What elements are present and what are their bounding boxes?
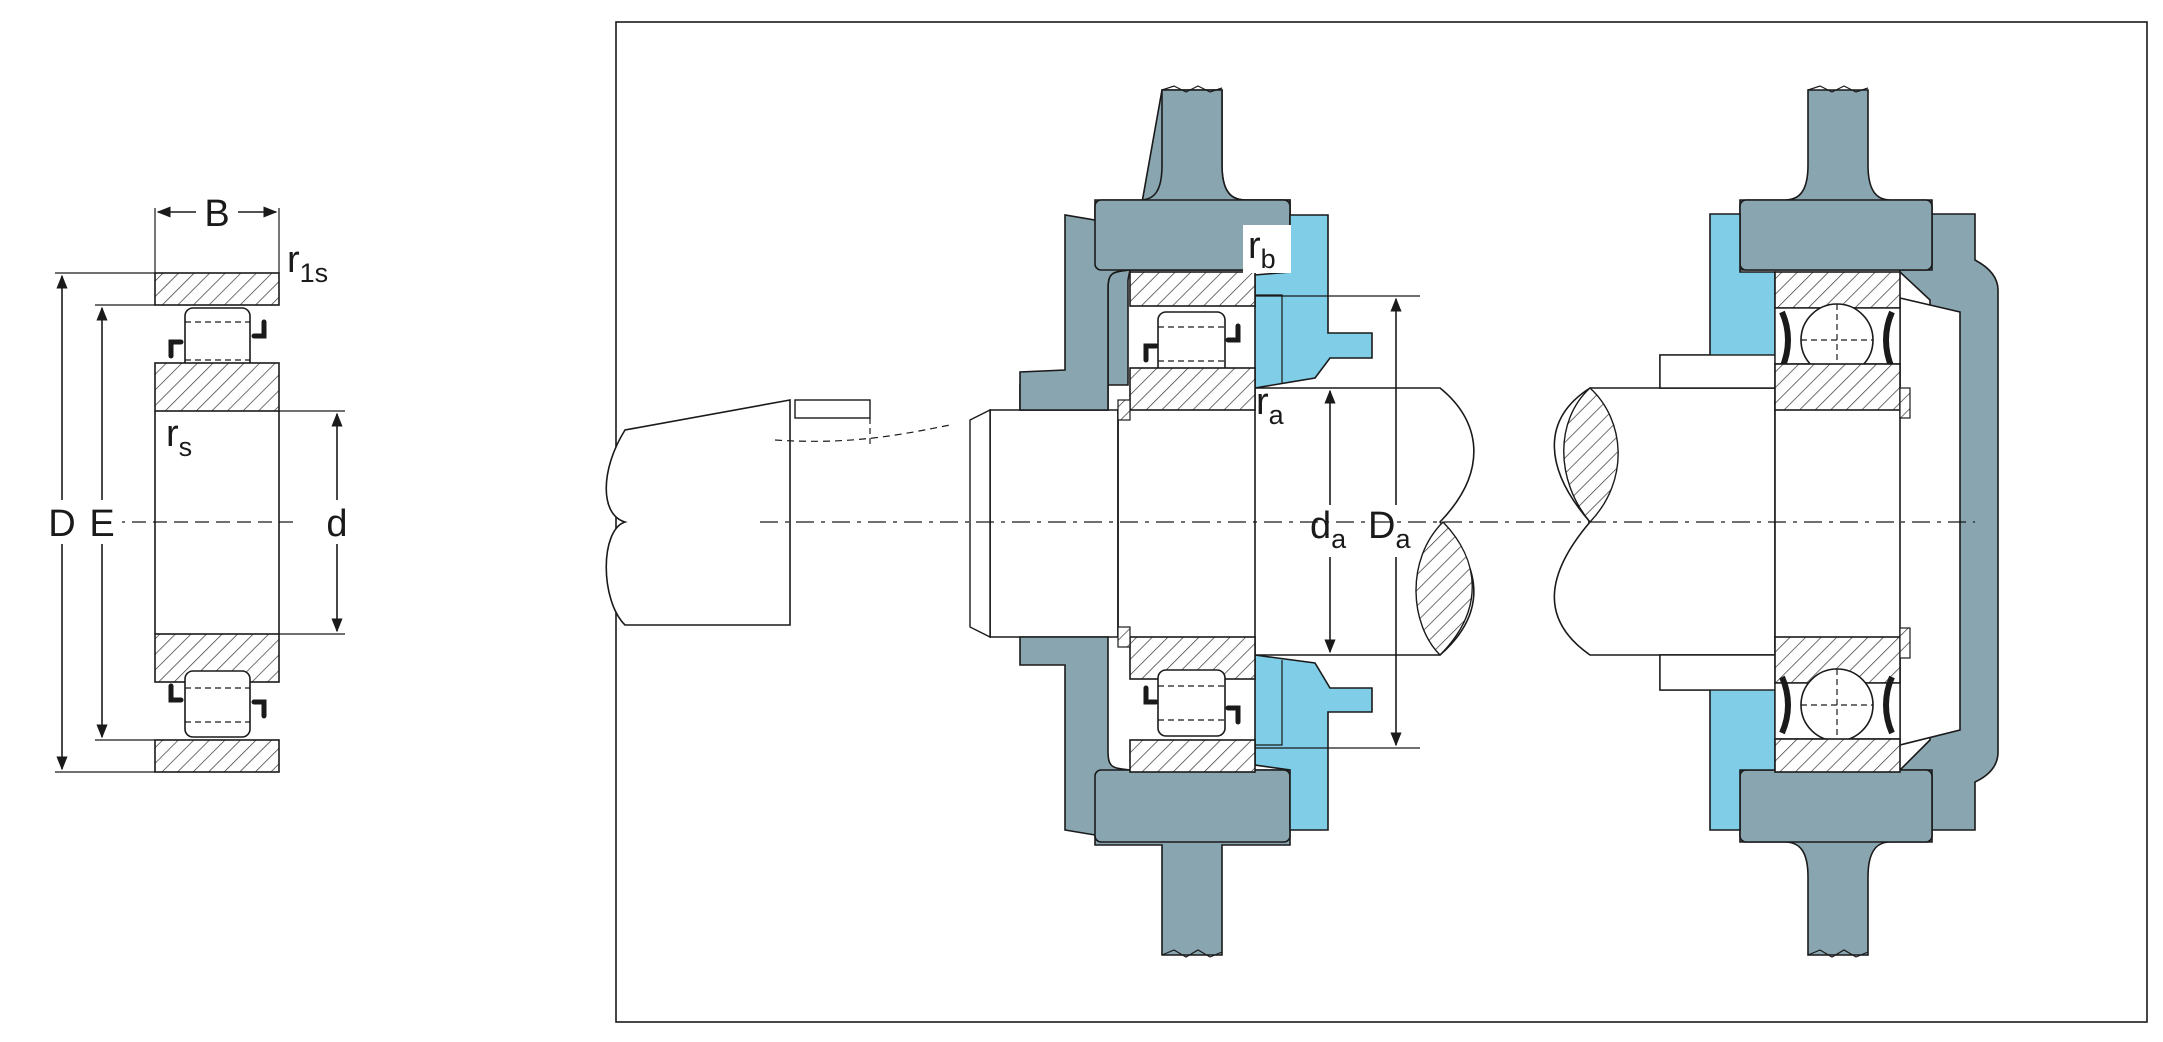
outer-ring-bottom bbox=[154, 739, 280, 773]
bearing-roller-bottom bbox=[1157, 669, 1226, 737]
bearing-inner-ring-top bbox=[1129, 367, 1256, 411]
label-rb: rb bbox=[1248, 225, 1276, 274]
label-D: D bbox=[48, 503, 75, 545]
cover-top bbox=[1254, 214, 1373, 389]
roller-bottom bbox=[184, 670, 251, 738]
retainer-right-bottom bbox=[251, 699, 267, 719]
label-r1s: r1s bbox=[287, 239, 328, 288]
shaft-left-end bbox=[605, 399, 791, 626]
retainer-right-top bbox=[251, 319, 267, 339]
shaft-break-hatch bbox=[1415, 521, 1473, 656]
ball-bearing-outer-bottom bbox=[1774, 738, 1901, 773]
retainer-left-bottom bbox=[168, 683, 184, 703]
outer-ring-top bbox=[154, 272, 280, 306]
bearing-outer-ring-bottom bbox=[1129, 739, 1256, 773]
inner-ring-top bbox=[154, 362, 280, 412]
label-B: B bbox=[204, 193, 229, 235]
shaft-main bbox=[989, 409, 1119, 638]
label-rs: rs bbox=[166, 413, 192, 462]
cover-bottom bbox=[1254, 654, 1373, 831]
label-Da: Da bbox=[1368, 505, 1411, 554]
label-da: da bbox=[1310, 505, 1347, 554]
ball-bearing-inner-top bbox=[1774, 363, 1901, 411]
retainer-left-top bbox=[168, 339, 184, 359]
label-d: d bbox=[326, 503, 347, 545]
bearing-outer-ring-top bbox=[1129, 271, 1256, 307]
label-E: E bbox=[89, 503, 114, 545]
left-assembly bbox=[605, 85, 1475, 958]
label-ra: ra bbox=[1256, 381, 1285, 430]
ball-bearing-outer-top bbox=[1774, 271, 1901, 309]
left-bearing-section: B r1s rs D E d bbox=[42, 192, 358, 773]
